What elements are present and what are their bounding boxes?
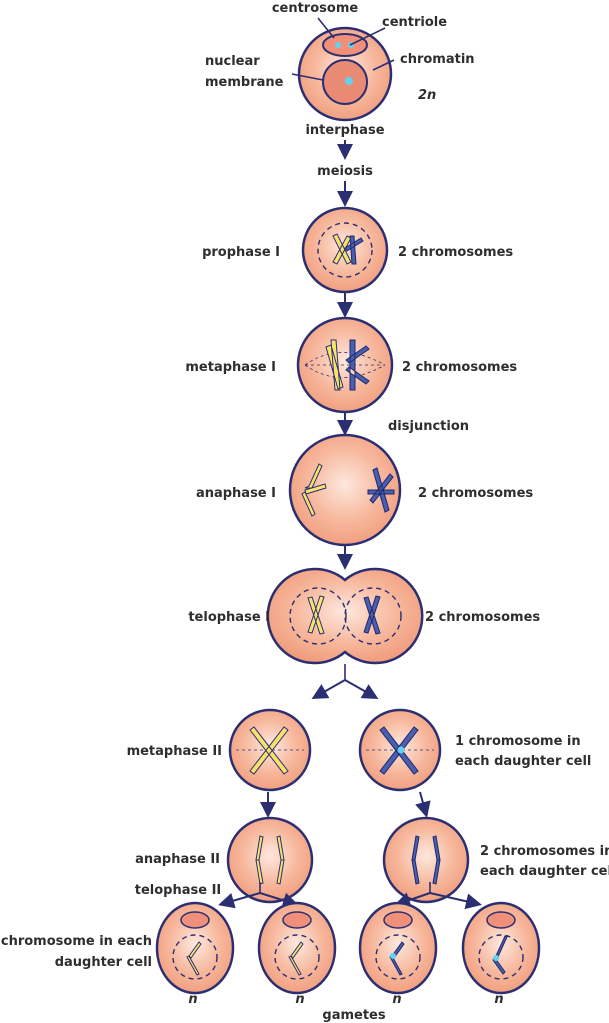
gamete-4	[461, 901, 541, 995]
label-telophase-1-count: 2 chromosomes	[425, 610, 540, 625]
label-metaphase-2-count-1: 1 chromosome in	[455, 734, 581, 749]
label-metaphase-2: metaphase II	[127, 744, 222, 759]
label-anaphase-2-count-2: each daughter cell	[480, 864, 609, 879]
anaphase-2-right-cell	[382, 816, 470, 904]
gamete-3	[358, 901, 438, 995]
label-prophase-1-count: 2 chromosomes	[398, 245, 513, 260]
chromatin-icon	[345, 77, 353, 85]
label-n-3: n	[392, 992, 401, 1007]
label-gamete-note-2: daughter cell	[55, 955, 152, 970]
interphase-cell	[291, 17, 395, 122]
centrosome	[322, 33, 368, 57]
telophase-1-cell	[266, 567, 424, 665]
gamete-2	[257, 901, 337, 995]
label-disjunction: disjunction	[388, 419, 469, 434]
centriole-icon	[335, 42, 341, 48]
label-metaphase-2-count-2: each daughter cell	[455, 754, 591, 769]
label-metaphase-1-count: 2 chromosomes	[402, 360, 517, 375]
label-centrosome: centrosome	[272, 1, 359, 16]
label-2n: 2n	[418, 88, 436, 103]
gamete-1	[155, 901, 235, 995]
nucleus	[322, 59, 368, 105]
label-prophase-1: prophase I	[202, 245, 280, 260]
metaphase-2-left-cell	[228, 708, 312, 792]
label-meiosis: meiosis	[317, 164, 373, 179]
label-n-4: n	[494, 992, 503, 1007]
label-centriole: centriole	[382, 15, 447, 30]
label-anaphase-1-count: 2 chromosomes	[418, 486, 533, 501]
label-n-2: n	[295, 992, 304, 1007]
label-anaphase-2-count-1: 2 chromosomes in	[480, 844, 609, 859]
label-chromatin: chromatin	[400, 52, 475, 67]
label-nuclear: nuclear	[205, 54, 260, 69]
label-anaphase-1: anaphase I	[196, 486, 276, 501]
label-telophase-2: telophase II	[135, 883, 222, 898]
label-metaphase-1: metaphase I	[185, 360, 276, 375]
label-n-1: n	[188, 992, 197, 1007]
label-interphase: interphase	[305, 123, 384, 138]
metaphase-1-cell	[296, 316, 394, 414]
label-gamete-note-1: 1 chromosome in each	[0, 934, 152, 949]
prophase-1-cell	[301, 206, 389, 294]
label-anaphase-2: anaphase II	[135, 852, 220, 867]
anaphase-2-left-cell	[226, 816, 314, 904]
metaphase-2-right-cell	[358, 708, 442, 792]
anaphase-1-cell	[288, 433, 402, 547]
label-telophase-1: telophase I	[188, 610, 270, 625]
label-gametes: gametes	[322, 1008, 385, 1023]
label-membrane: membrane	[205, 75, 284, 90]
